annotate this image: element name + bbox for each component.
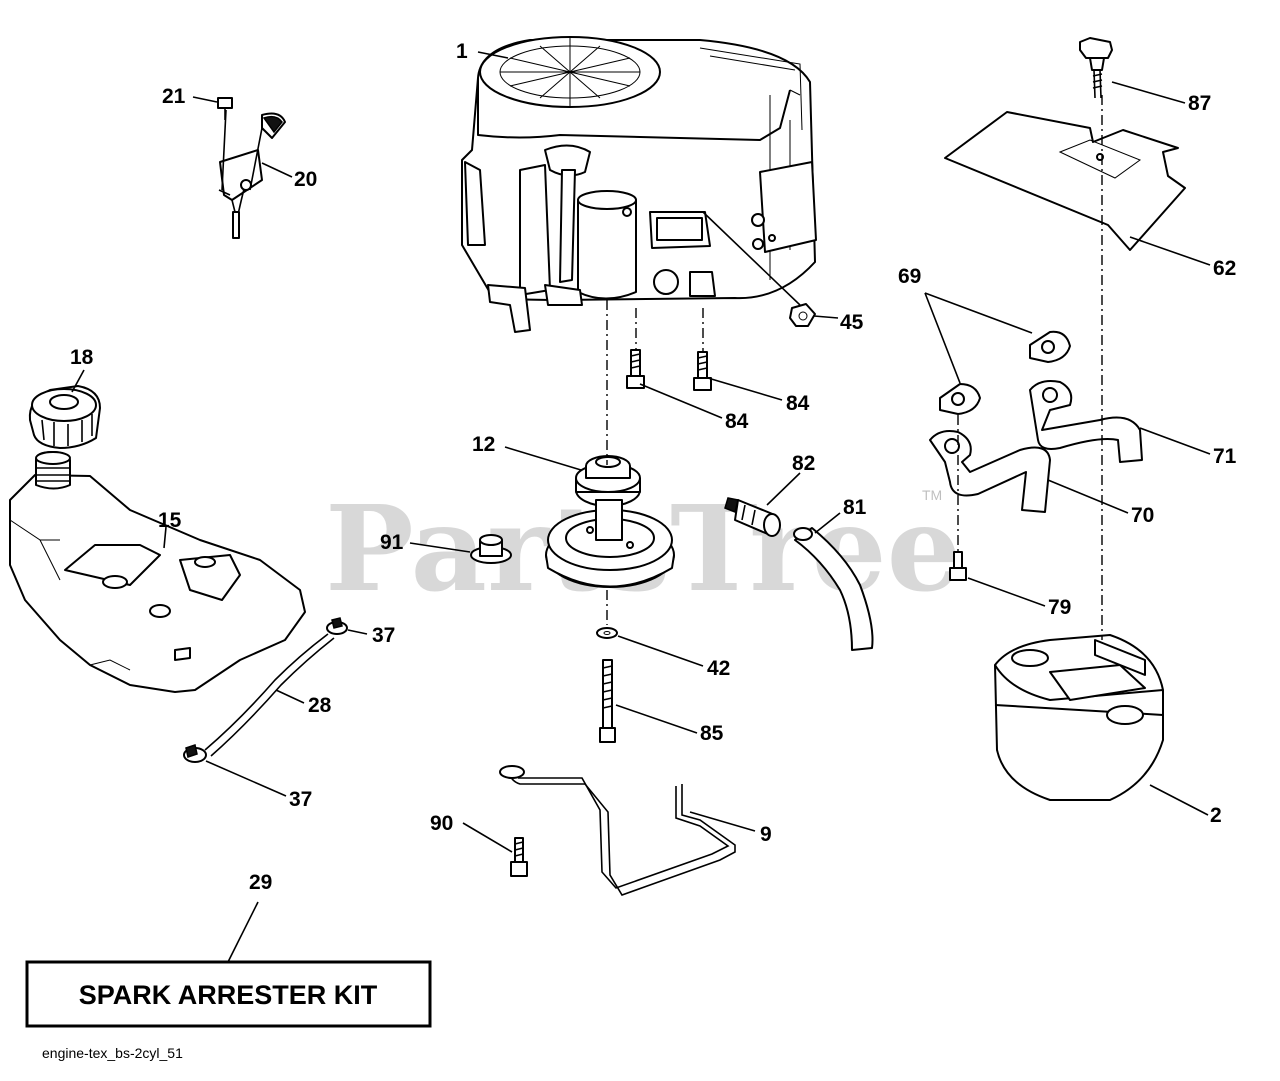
bolt-87[interactable] (1079, 37, 1113, 99)
callout-85: 85 (700, 722, 724, 745)
fuel-tank[interactable] (9, 451, 306, 693)
engine[interactable] (461, 36, 817, 333)
callout-62: 62 (1213, 257, 1236, 280)
callout-81: 81 (843, 496, 867, 519)
callout-71: 71 (1213, 445, 1237, 468)
callout-18: 18 (70, 346, 94, 369)
callout-1: 1 (456, 40, 468, 63)
callout-12: 12 (472, 433, 495, 456)
callout-79: 79 (1048, 596, 1071, 619)
bolt-84-right[interactable] (693, 351, 712, 391)
spark-arrester-kit-label: SPARK ARRESTER KIT (79, 980, 378, 1010)
fuel-filter[interactable] (724, 497, 781, 537)
gasket-upper[interactable] (1029, 330, 1071, 363)
throttle-control[interactable] (218, 109, 286, 239)
leader-lines (71, 51, 1211, 963)
callout-84-left: 84 (725, 410, 749, 433)
bolt-21[interactable] (217, 97, 233, 120)
callout-90: 90 (430, 812, 453, 835)
heat-shield[interactable] (944, 111, 1186, 251)
exhaust-pipe-71[interactable] (1029, 380, 1143, 463)
callout-91: 91 (380, 531, 404, 554)
bolt-84-left[interactable] (626, 349, 645, 389)
callout-2: 2 (1210, 804, 1222, 827)
pulley-large[interactable] (545, 499, 675, 588)
callout-29: 29 (249, 871, 272, 894)
callout-20: 20 (294, 168, 317, 191)
fuel-hose[interactable] (204, 633, 335, 757)
callout-numbers: 1 21 20 87 62 69 45 18 84 84 12 82 81 71… (70, 40, 1237, 894)
pulley-small[interactable] (575, 455, 641, 507)
bolt-85[interactable] (599, 659, 616, 743)
callout-42: 42 (707, 657, 730, 680)
callout-37-upper: 37 (372, 624, 395, 647)
rod-9[interactable] (499, 765, 736, 896)
callout-45: 45 (840, 311, 864, 334)
callout-70: 70 (1131, 504, 1154, 527)
file-label: engine-tex_bs-2cyl_51 (42, 1045, 183, 1061)
gas-cap[interactable] (28, 385, 101, 449)
spark-arrester-kit[interactable]: SPARK ARRESTER KIT (25, 960, 432, 1028)
spacer-91[interactable] (470, 534, 512, 564)
callout-15: 15 (158, 509, 182, 532)
callout-84-right: 84 (786, 392, 810, 415)
gasket-lower[interactable] (939, 383, 981, 415)
callout-82: 82 (792, 452, 815, 475)
hose-clamp-upper[interactable] (326, 617, 348, 635)
callout-28: 28 (308, 694, 332, 717)
callout-37-lower: 37 (289, 788, 312, 811)
assembly-lines (606, 95, 1103, 640)
exhaust-pipe-70[interactable] (929, 430, 1051, 513)
nut-45[interactable] (789, 303, 816, 327)
bolt-79[interactable] (949, 551, 967, 581)
callout-87: 87 (1188, 92, 1211, 115)
callout-21: 21 (162, 85, 186, 108)
muffler[interactable] (994, 634, 1164, 801)
hose-clamp-lower[interactable] (183, 744, 207, 763)
fuel-hose-81[interactable] (793, 527, 874, 651)
washer-42[interactable] (596, 627, 618, 639)
bolt-90[interactable] (510, 837, 528, 877)
watermark-tm: TM (922, 487, 942, 503)
callout-9: 9 (760, 823, 772, 846)
callout-69: 69 (898, 265, 921, 288)
